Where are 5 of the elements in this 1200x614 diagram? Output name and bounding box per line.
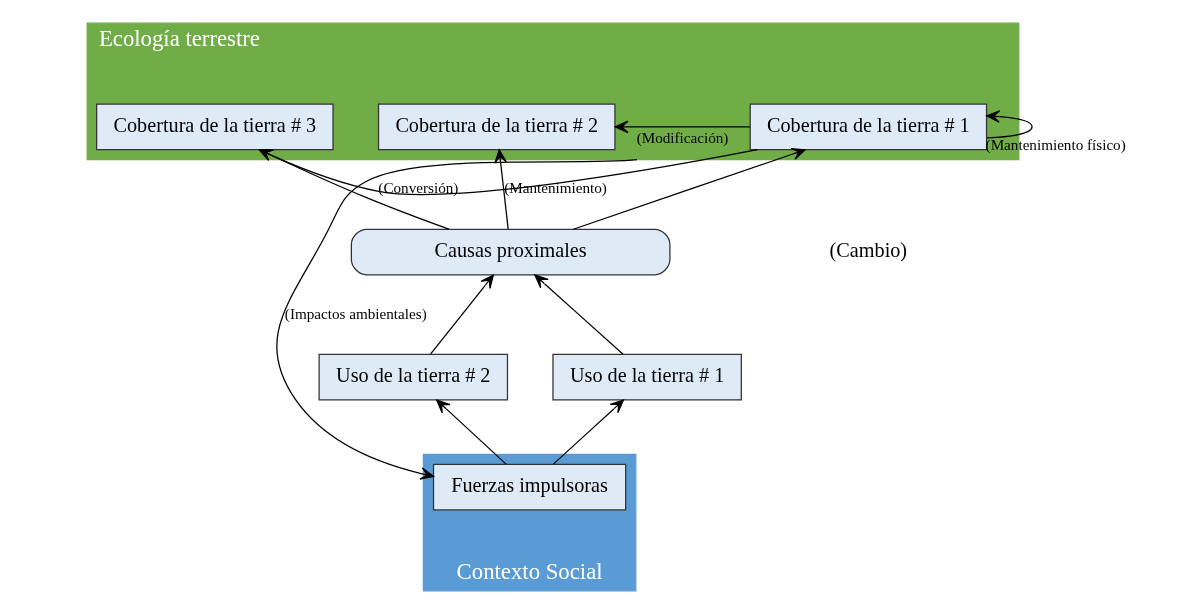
edge-label: (Impactos ambientales) <box>284 304 427 322</box>
edge-label: (Conversión) <box>377 179 458 197</box>
edge-label: (Modificación) <box>636 128 728 146</box>
label: (Cambio) <box>829 238 907 261</box>
edge-label: (Mantenimiento) <box>503 179 607 197</box>
